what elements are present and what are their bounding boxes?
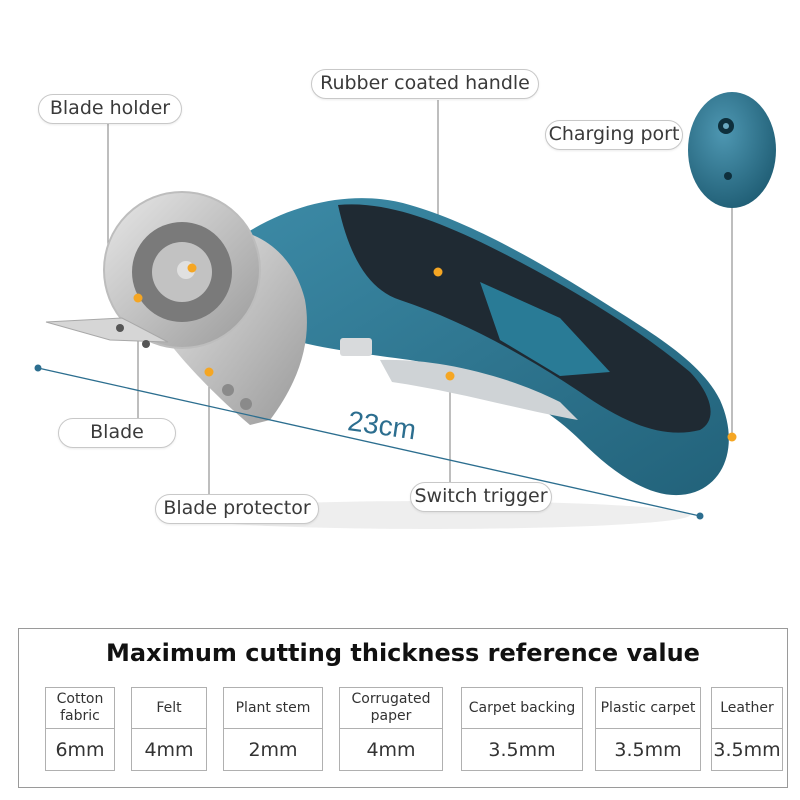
material-name: Carpet backing xyxy=(461,687,583,729)
marker-dot-protector xyxy=(204,367,214,377)
material-column: Plastic carpet 3.5mm xyxy=(595,687,701,779)
callout-blade: Blade xyxy=(58,418,176,448)
reference-table-title: Maximum cutting thickness reference valu… xyxy=(106,639,700,667)
callout-switch-trigger: Switch trigger xyxy=(410,482,552,512)
material-value: 3.5mm xyxy=(461,729,583,771)
marker-dot-handle xyxy=(433,267,443,277)
marker-dot-blade-holder xyxy=(187,263,197,273)
material-name: Leather xyxy=(711,687,783,729)
marker-dot-blade xyxy=(133,293,143,303)
material-name: Felt xyxy=(131,687,207,729)
switch-trigger-part xyxy=(380,359,578,420)
material-column: Cotton fabric 6mm xyxy=(45,687,115,779)
material-column: Plant stem 2mm xyxy=(223,687,323,779)
material-column: Leather 3.5mm xyxy=(711,687,783,779)
marker-dot-trigger xyxy=(445,371,455,381)
material-name: Plant stem xyxy=(223,687,323,729)
material-value: 3.5mm xyxy=(595,729,701,771)
material-value: 3.5mm xyxy=(711,729,783,771)
material-name: Corrugated paper xyxy=(339,687,443,729)
callout-blade-protector: Blade protector xyxy=(155,494,319,524)
cutter-illustration xyxy=(34,92,776,529)
callout-rubber-handle: Rubber coated handle xyxy=(311,69,539,99)
material-value: 4mm xyxy=(131,729,207,771)
lock-button xyxy=(340,338,372,356)
reference-table: Maximum cutting thickness reference valu… xyxy=(18,628,788,788)
blade-tip xyxy=(45,317,169,343)
grip-window xyxy=(480,282,610,376)
length-dimension-line xyxy=(37,367,701,517)
marker-dot-charging xyxy=(727,432,737,442)
charging-port-cap xyxy=(688,92,776,208)
callout-blade-holder: Blade holder xyxy=(38,94,182,124)
material-column: Carpet backing 3.5mm xyxy=(461,687,583,779)
material-column: Corrugated paper 4mm xyxy=(339,687,443,779)
material-value: 4mm xyxy=(339,729,443,771)
material-value: 2mm xyxy=(223,729,323,771)
material-name: Cotton fabric xyxy=(45,687,115,729)
material-value: 6mm xyxy=(45,729,115,771)
material-column: Felt 4mm xyxy=(131,687,207,779)
callout-charging-port: Charging port xyxy=(545,120,683,150)
material-name: Plastic carpet xyxy=(595,687,701,729)
